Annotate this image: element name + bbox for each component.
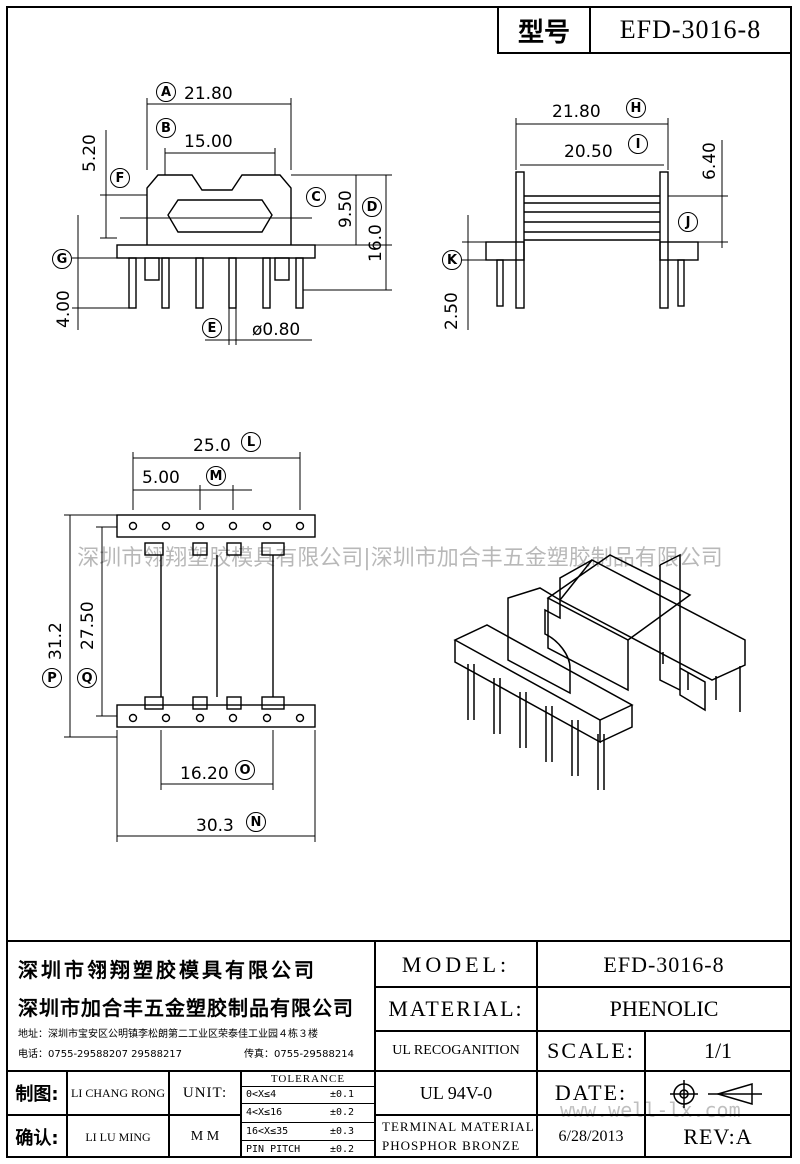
material-label: MATERIAL: (388, 996, 524, 1021)
label-b: B (156, 118, 176, 138)
company-fax: 传真：0755-29588214 (244, 1049, 354, 1060)
bottom-top-bar (116, 514, 316, 538)
front-view (72, 98, 392, 345)
dim-f: 5.20 (80, 134, 100, 172)
projection-symbol (668, 1080, 768, 1113)
company-address: 地址：深圳市宝安区公明镇李松朗第二工业区荣泰佳工业园４栋３楼 (18, 1029, 318, 1040)
dim-g: 4.00 (54, 290, 74, 328)
header-model: EFD-3016-8 (619, 15, 762, 44)
terminal-material-label: TERMINAL MATERIAL (382, 1119, 535, 1134)
label-k: K (442, 250, 462, 270)
label-m: M (206, 466, 226, 486)
rev-label: REV:A (683, 1124, 753, 1149)
tolerance-value-1: ±0.1 (330, 1089, 355, 1100)
side-flange-right (659, 171, 669, 309)
watermark-text: 深圳市翎翔塑胶模具有限公司|深圳市加合丰五金塑胶制品有限公司 (77, 546, 723, 571)
scale-value: 1/1 (703, 1038, 733, 1063)
tolerance-range-4: PIN PITCH (246, 1144, 301, 1155)
dim-a: 21.80 (184, 84, 233, 104)
dim-o: 16.20 (180, 764, 229, 784)
label-l: L (241, 432, 261, 452)
scale-label: SCALE: (547, 1038, 635, 1063)
company-phone: 电话：0755-29588207 29588217 (18, 1049, 183, 1060)
isometric-view (453, 553, 746, 790)
label-q: Q (77, 668, 97, 688)
label-j: J (678, 212, 698, 232)
dim-c: 9.50 (336, 190, 356, 228)
watermark-site: www.well-lx.com (560, 1098, 741, 1122)
company-name-1: 深圳市翎翔塑胶模具有限公司 (18, 958, 317, 982)
label-e: E (202, 318, 222, 338)
front-base (116, 244, 316, 259)
checked-by: LI LU MING (85, 1129, 151, 1144)
dim-b: 15.00 (184, 132, 233, 152)
tolerance-range-2: 4<X≤16 (246, 1107, 283, 1118)
tolerance-value-4: ±0.2 (330, 1144, 355, 1155)
bottom-bottom-bar (116, 704, 316, 728)
header-model-box: 型号 EFD-3016-8 (497, 8, 790, 54)
label-c: C (306, 187, 326, 207)
label-a: A (156, 82, 176, 102)
ul-label: UL RECOGANITION (392, 1043, 520, 1058)
checked-label: 确认: (15, 1128, 59, 1149)
dim-h: 21.80 (552, 102, 601, 122)
label-i: I (628, 134, 648, 154)
unit-value: M M (190, 1129, 220, 1144)
tolerance-title: TOLERANCE (270, 1073, 346, 1085)
model-label: MODEL: (401, 952, 511, 977)
dim-j: 6.40 (700, 142, 720, 180)
label-o: O (235, 760, 255, 780)
label-n: N (246, 812, 266, 832)
title-block: 深圳市翎翔塑胶模具有限公司 深圳市加合丰五金塑胶制品有限公司 地址：深圳市宝安区… (8, 940, 790, 1158)
dim-q: 27.50 (78, 601, 98, 650)
unit-label: UNIT: (182, 1084, 228, 1101)
type-label: 型号 (499, 8, 591, 52)
label-g: G (52, 249, 72, 269)
front-pins (128, 257, 304, 309)
date-value: 6/28/2013 (558, 1128, 624, 1145)
label-p: P (42, 668, 62, 688)
side-view (462, 118, 728, 330)
model-value: EFD-3016-8 (603, 952, 725, 977)
side-flange-left (515, 171, 525, 309)
bottom-view (64, 452, 316, 842)
front-body (146, 174, 292, 245)
dim-l: 25.0 (193, 436, 231, 456)
technical-drawing (64, 98, 746, 842)
front-core-window (167, 199, 273, 233)
tolerance-value-2: ±0.2 (330, 1107, 355, 1118)
tolerance-value-3: ±0.3 (330, 1126, 355, 1137)
label-d: D (362, 197, 382, 217)
dim-p: 31.2 (46, 622, 66, 660)
drawn-label: 制图: (15, 1084, 59, 1105)
dim-n: 30.3 (196, 816, 234, 836)
ul-value: UL 94V-0 (419, 1082, 493, 1103)
tolerance-range-3: 16<X≤35 (246, 1126, 289, 1137)
company-name-2: 深圳市加合丰五金塑胶制品有限公司 (18, 996, 354, 1020)
dim-i: 20.50 (564, 142, 613, 162)
label-h: H (626, 98, 646, 118)
dim-e: ø0.80 (252, 320, 301, 340)
date-label: DATE: (554, 1080, 628, 1105)
terminal-material-value: PHOSPHOR BRONZE (382, 1138, 521, 1153)
label-f: F (110, 168, 130, 188)
dim-d: 16.0 (366, 224, 386, 262)
dim-k: 2.50 (442, 292, 462, 330)
tolerance-range-1: 0<X≤4 (246, 1089, 277, 1100)
dim-m: 5.00 (142, 468, 180, 488)
drawing-frame (6, 6, 792, 1158)
material-value: PHENOLIC (609, 996, 719, 1021)
drawn-by: LI CHANG RONG (71, 1085, 165, 1100)
